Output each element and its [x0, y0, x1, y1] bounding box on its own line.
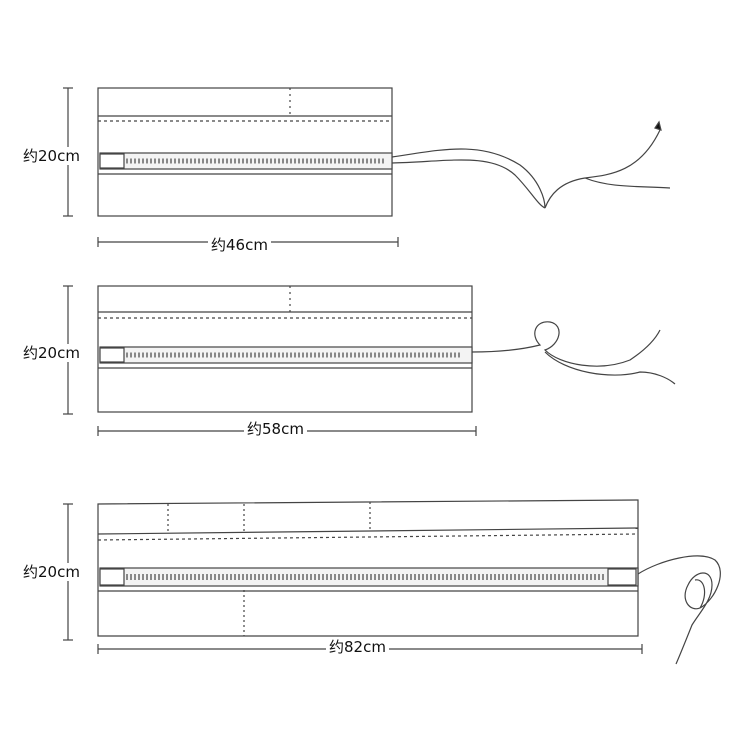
height-label-1: 约20cm — [20, 147, 83, 165]
bag-large-strap — [637, 555, 721, 665]
width-label-3: 约82cm — [326, 638, 389, 656]
bag-large-zipper — [99, 567, 639, 587]
bag-large-seam — [97, 527, 639, 535]
width-label-1: 约46cm — [208, 236, 271, 254]
bag-medium-strap — [471, 321, 676, 385]
bag-large — [97, 499, 721, 665]
width-label-2: 约58cm — [244, 420, 307, 438]
bag-small-strap — [391, 129, 671, 209]
bag-small-body — [97, 87, 393, 217]
bag-medium — [97, 285, 676, 413]
height-label-3: 约20cm — [20, 563, 83, 581]
height-label-2: 约20cm — [20, 344, 83, 362]
bag-small — [97, 87, 671, 217]
